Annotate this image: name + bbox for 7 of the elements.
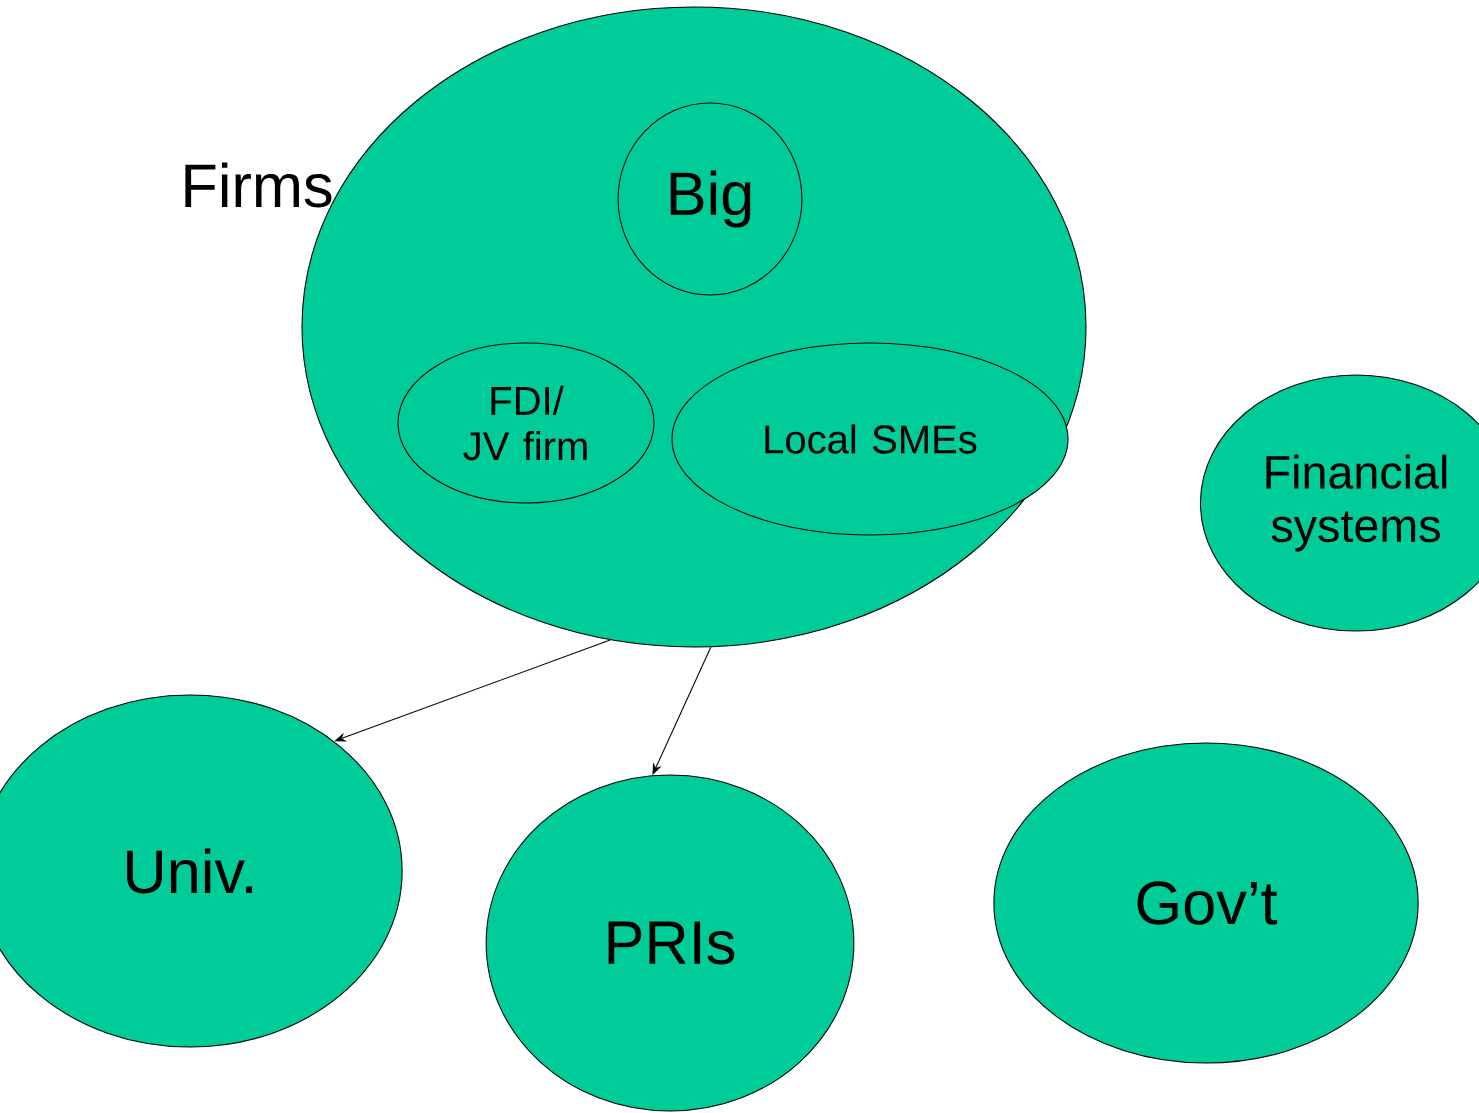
ellipse-node: Local SMEs: [671, 342, 1069, 536]
ellipse-node: PRIs: [485, 774, 855, 1112]
ellipse-node: Financial systems: [1199, 374, 1479, 632]
ellipse-node: Gov’t: [993, 742, 1419, 1064]
ellipse-node: Big: [617, 102, 803, 296]
group-heading: Firms: [185, 162, 332, 208]
ellipse-node: FDI/ JV firm: [397, 342, 655, 504]
